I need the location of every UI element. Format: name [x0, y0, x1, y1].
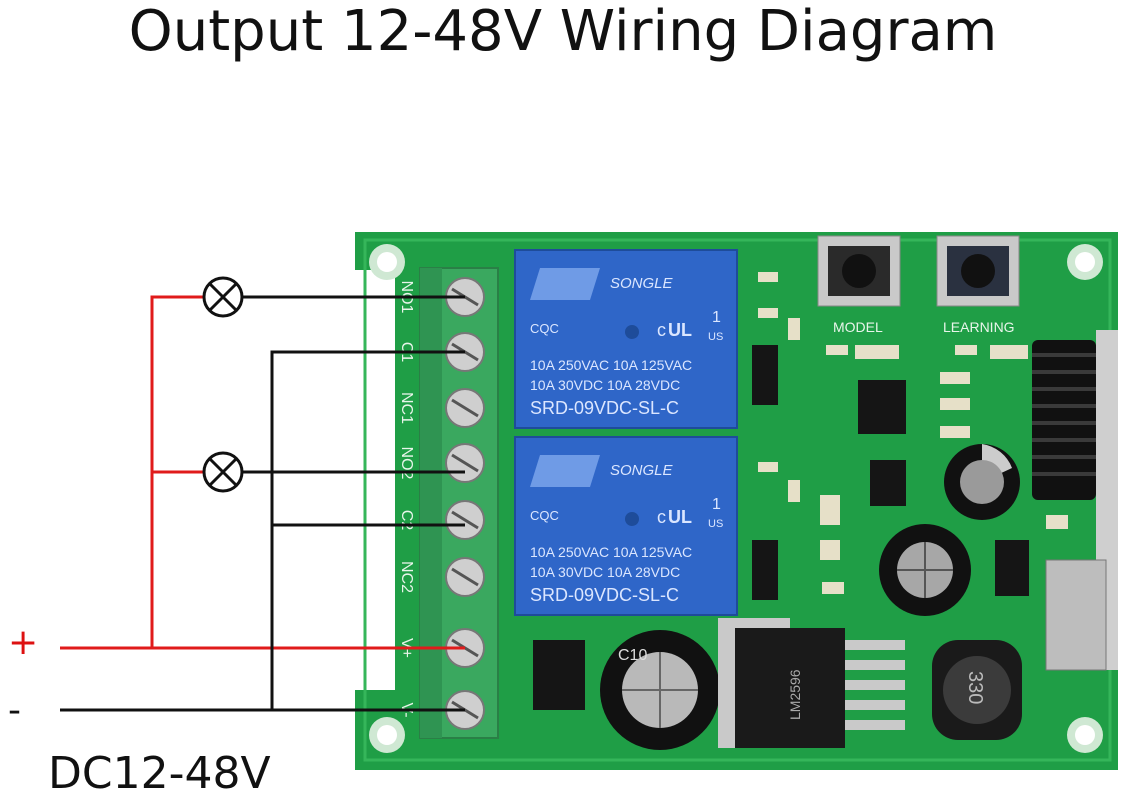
screw-slot — [451, 567, 479, 587]
relay-model: SRD-09VDC-SL-C — [530, 398, 679, 418]
songle-logo-icon — [530, 268, 600, 300]
terminal-label: C2 — [398, 510, 415, 531]
screw-slot — [451, 398, 479, 418]
mounting-holes — [369, 244, 1103, 753]
relay-brand: SONGLE — [610, 275, 674, 292]
learning-label: LEARNING — [943, 319, 1015, 335]
songle-logo-icon — [530, 455, 600, 487]
positive-label: + — [8, 622, 39, 663]
inductor: 330 — [932, 640, 1022, 740]
diagram-title: Output 12-48V Wiring Diagram — [128, 0, 998, 64]
negative-label: - — [8, 690, 21, 731]
capacitor-label: C10 — [618, 647, 647, 664]
diode-m7 — [752, 345, 778, 405]
screw-slot — [451, 453, 479, 473]
relay-us: US — [708, 518, 723, 530]
crystal — [1045, 559, 1107, 671]
terminal-label: NC1 — [398, 392, 415, 424]
relay-cert: CQC — [530, 508, 559, 523]
wiring — [60, 295, 465, 712]
capacitor-small — [944, 444, 1020, 520]
terminal-label: NC2 — [398, 561, 415, 593]
ic-chip — [858, 380, 906, 434]
relay-2: SONGLE CQC c UL 1 US 10A 250VAC 10A 125V… — [514, 436, 738, 616]
antenna-coil — [1032, 340, 1096, 500]
bridge-rectifier — [533, 640, 585, 710]
lamp-2-icon — [202, 451, 244, 493]
positive-lamp1-wire — [150, 295, 204, 648]
relay-cert: CQC — [530, 321, 559, 336]
model-label: MODEL — [833, 319, 883, 335]
relay-ul-mark: UL — [668, 320, 692, 340]
relay-model: SRD-09VDC-SL-C — [530, 585, 679, 605]
learning-button[interactable] — [936, 235, 1020, 307]
relay-1: SONGLE CQC c UL 1 US 10A 250VAC 10A 125V… — [514, 249, 738, 429]
capacitor-medium — [879, 524, 971, 616]
relay-brand: SONGLE — [610, 462, 674, 479]
terminal-screws — [445, 277, 485, 730]
smd-components — [758, 272, 1068, 594]
model-button[interactable] — [817, 235, 901, 307]
relay-us: US — [708, 331, 723, 343]
relay-rating-line1: 10A 250VAC 10A 125VAC — [530, 544, 692, 560]
terminal-block-edge — [420, 268, 442, 738]
inductor-label: 330 — [964, 671, 986, 704]
relay-c-mark: c — [657, 507, 666, 527]
relay-c-mark: c — [657, 320, 666, 340]
relay-rating-line2: 10A 30VDC 10A 28VDC — [530, 377, 680, 393]
relay-one: 1 — [712, 309, 721, 326]
lamp-1-icon — [202, 276, 244, 318]
terminal-label: NO2 — [398, 447, 415, 480]
screw-slot — [451, 510, 479, 530]
capacitor-large: C10 — [600, 630, 720, 750]
voltage-regulator: LM2596 — [718, 618, 905, 748]
transistor — [870, 460, 906, 506]
diode — [995, 540, 1029, 596]
negative-c1-wire — [270, 350, 465, 710]
diode-m7 — [752, 540, 778, 600]
supply-voltage-label: DC12-48V — [48, 748, 271, 799]
relay-rating-line2: 10A 30VDC 10A 28VDC — [530, 564, 680, 580]
relay-rating-line1: 10A 250VAC 10A 125VAC — [530, 357, 692, 373]
relay-ul-mark: UL — [668, 507, 692, 527]
regulator-label: LM2596 — [787, 669, 803, 720]
relay-one: 1 — [712, 496, 721, 513]
